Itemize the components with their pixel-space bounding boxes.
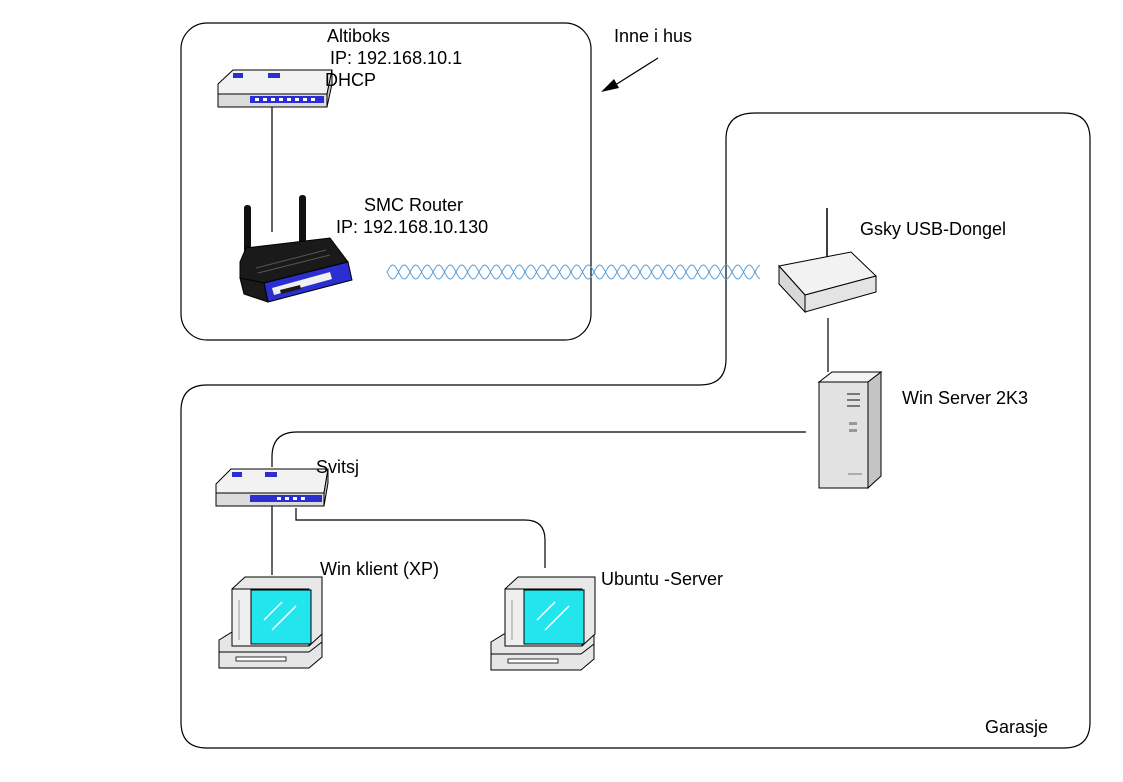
house-zone xyxy=(180,22,592,341)
win-server-label: Win Server 2K3 xyxy=(902,388,1029,408)
garage-zone xyxy=(180,112,1091,749)
altiboks-ip-label: IP: 192.168.10.1 xyxy=(330,48,463,68)
switch-icon xyxy=(215,468,329,507)
house-pointer-arrow xyxy=(601,57,659,92)
switch-label: Svitsj xyxy=(316,457,360,477)
smc-router-name-label: SMC Router xyxy=(364,195,464,215)
smc-router-icon xyxy=(239,195,353,303)
win-client-computer-icon xyxy=(218,576,323,669)
gsky-dongle-icon xyxy=(778,208,877,314)
wireless-link xyxy=(386,264,761,280)
house-zone-label: Inne i hus xyxy=(614,26,693,46)
win-server-tower-icon xyxy=(817,370,883,490)
cables xyxy=(271,107,829,575)
gsky-dongle-label: Gsky USB-Dongel xyxy=(860,219,1007,239)
cable-server-switch xyxy=(271,431,806,467)
altiboks-role-label: DHCP xyxy=(325,70,377,90)
cable-switch-ubuntu xyxy=(295,508,546,568)
ubuntu-server-label: Ubuntu -Server xyxy=(601,569,724,589)
garage-zone-label: Garasje xyxy=(985,717,1049,737)
win-client-label: Win klient (XP) xyxy=(320,559,440,579)
altiboks-modem-icon xyxy=(217,69,333,108)
smc-router-ip-label: IP: 192.168.10.130 xyxy=(336,217,489,237)
ubuntu-server-computer-icon xyxy=(490,576,596,671)
altiboks-name-label: Altiboks xyxy=(327,26,391,46)
